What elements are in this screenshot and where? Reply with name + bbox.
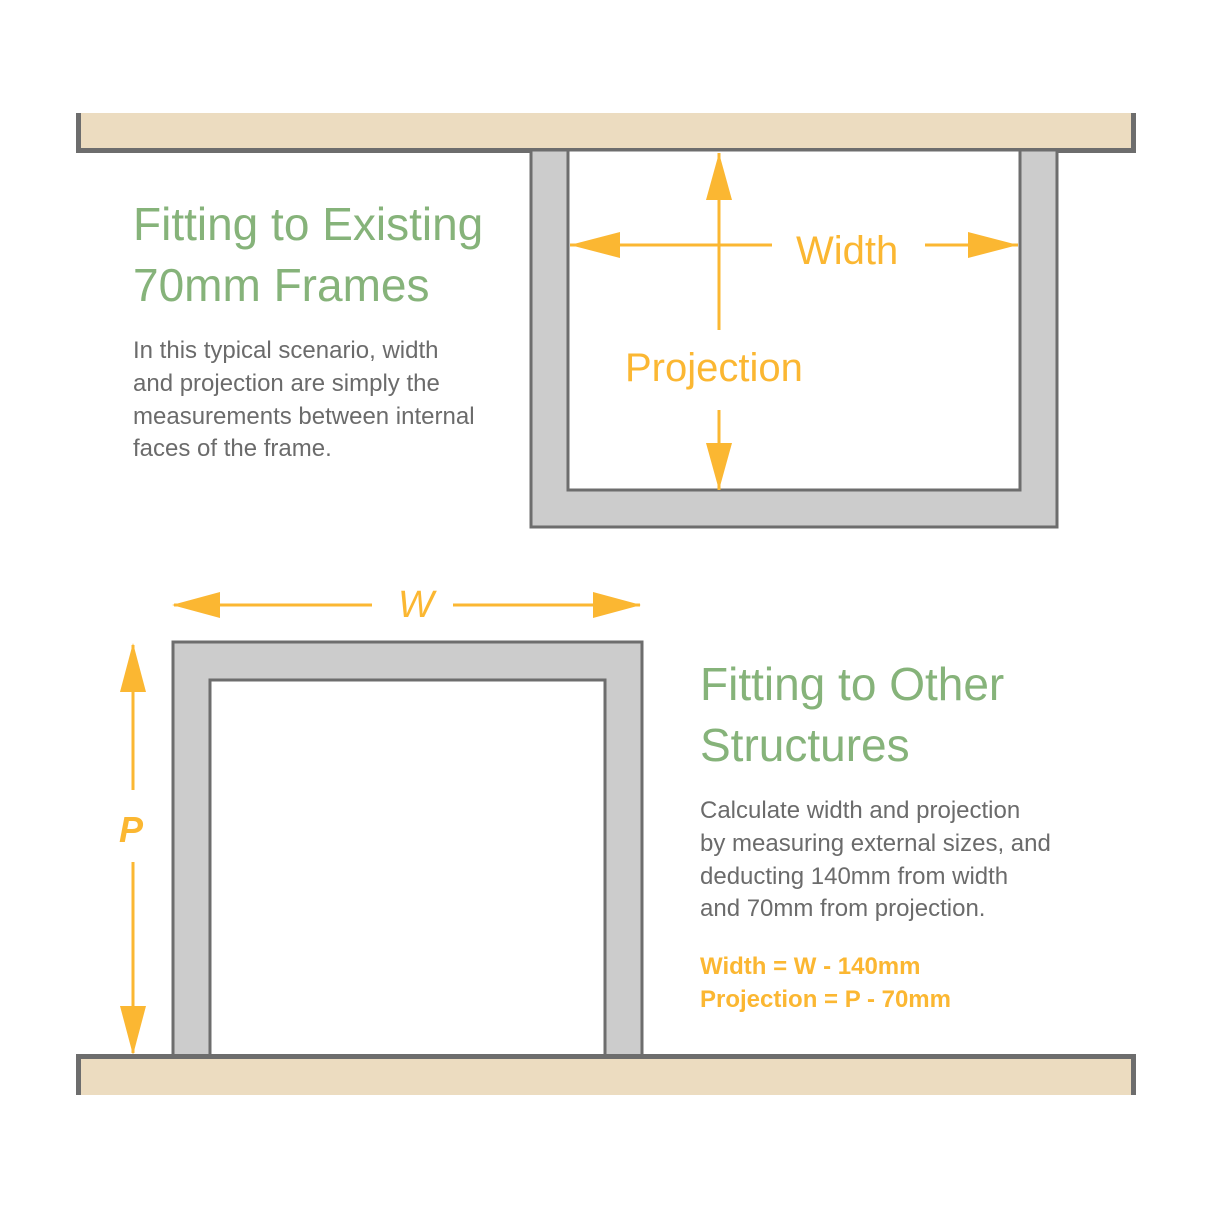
section2-body-line4: and 70mm from projection.	[700, 895, 985, 922]
width-arrowhead-right	[968, 232, 1018, 258]
p-label: P	[119, 809, 144, 850]
section2-title-line2: Structures	[700, 719, 910, 771]
width-formula: Width = W - 140mm	[700, 953, 920, 980]
section2-title-line1: Fitting to Other	[700, 658, 1004, 710]
section1-body-line1: In this typical scenario, width	[133, 337, 438, 364]
section1-title-line2: 70mm Frames	[133, 259, 429, 311]
other-structure-frame	[171, 640, 644, 1062]
projection-arrowhead-top	[706, 153, 732, 200]
p-arrowhead-top	[120, 643, 146, 692]
section2-body-line1: Calculate width and projection	[700, 797, 1020, 824]
section1-title-line1: Fitting to Existing	[133, 198, 483, 250]
section2-body-line2: by measuring external sizes, and	[700, 830, 1051, 857]
p-arrowhead-bottom	[120, 1006, 146, 1055]
w-arrowhead-right	[593, 592, 641, 618]
section1-body-line3: measurements between internal	[133, 403, 475, 430]
projection-formula: Projection = P - 70mm	[700, 986, 951, 1013]
w-label: W	[398, 584, 437, 626]
section1-body-line2: and projection are simply the	[133, 370, 440, 397]
width-arrowhead-left	[570, 232, 620, 258]
projection-label: Projection	[625, 346, 803, 390]
top-wall	[76, 113, 1136, 153]
section1-body-line4: faces of the frame.	[133, 435, 332, 462]
width-label: Width	[796, 229, 898, 273]
section2-body-line3: deducting 140mm from width	[700, 863, 1008, 890]
existing-frame	[529, 148, 1059, 529]
bottom-wall	[76, 1054, 1136, 1095]
w-arrowhead-left	[172, 592, 220, 618]
projection-arrowhead-bottom	[706, 443, 732, 490]
